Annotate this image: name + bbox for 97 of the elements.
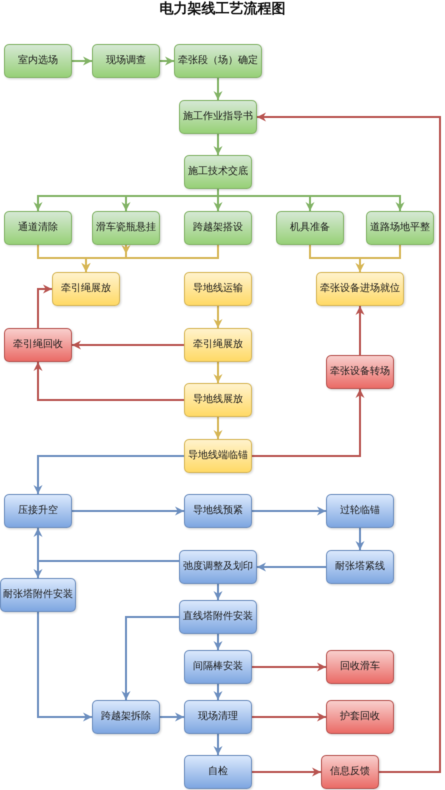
flow-arrow [214,734,222,755]
step-label: 道路场地平整 [370,222,430,234]
flow-arrow [252,712,326,722]
step-label: 导地线展放 [193,394,243,406]
step-label: 牵张设备转场 [330,366,390,378]
flow-arrow [214,78,222,100]
flow-arrow [214,584,222,600]
process-box [184,328,252,362]
flow-arrow [356,528,364,550]
flow-arrow [34,560,179,578]
process-box [184,383,252,417]
flow-arrow [34,362,184,401]
step-label: 机具准备 [290,222,330,234]
step-label: 牵引绳展放 [61,283,111,295]
flow-arrow [217,189,404,211]
process-box [4,328,72,362]
step-label: 牵张设备进场就位 [320,283,400,295]
process-box [4,211,72,245]
process-box [184,272,252,306]
flow-arrow [37,612,92,722]
flow-arrow [72,56,92,66]
process-box [184,155,252,189]
flow-arrow [252,389,364,457]
step-label: 弛度调整及划印 [183,561,253,573]
flow-arrow [356,245,401,272]
flow-arrow [214,634,222,650]
step-label: 压接升空 [18,505,58,517]
step-label: 牵引绳展放 [193,339,243,351]
flow-arrow [252,662,326,672]
process-box [326,700,394,734]
flow-arrow [356,306,364,355]
process-box [174,44,262,78]
process-box [276,211,344,245]
step-label: 跨越架拆除 [101,711,151,723]
process-box [179,550,257,584]
process-box [326,550,394,584]
process-box [326,355,394,389]
flow-arrow [82,245,219,272]
process-box [4,44,72,78]
step-label: 间隔棒安装 [193,661,243,673]
step-label: 通道清除 [18,222,58,234]
step-label: 牵张段（场）确定 [178,55,258,67]
step-label: 跨越架搭设 [193,222,243,234]
step-label: 耐张塔附件安装 [3,589,73,601]
step-label: 过轮临锚 [340,505,380,517]
flow-arrow [214,306,222,328]
flow-arrow [252,768,321,776]
step-label: 施工技术交底 [188,166,248,178]
process-box [184,650,252,684]
flow-arrow [160,56,174,66]
flow-arrow [72,506,184,516]
flow-arrow [257,562,326,572]
step-label: 回收滑车 [340,661,380,673]
process-box [316,272,404,306]
step-label: 施工作业指导书 [183,111,253,123]
step-label: 导地线预紧 [193,505,243,517]
step-label: 牵引绳回收 [13,339,63,351]
flow-arrow [37,284,52,328]
process-box [179,100,257,134]
step-label: 现场调查 [106,55,146,67]
step-label: 导地线运输 [193,283,243,295]
flow-arrow [122,616,179,700]
process-box [184,494,252,528]
process-box [0,578,76,612]
flow-arrow [72,340,184,350]
step-label: 导地线端临锚 [188,450,248,462]
step-label: 耐张塔紧线 [335,561,385,573]
flow-arrow [214,684,222,700]
process-box [326,650,394,684]
diagram-title: 电力架线工艺流程图 [160,0,286,18]
process-box [92,44,160,78]
step-label: 护套回收 [340,711,380,723]
flow-arrow [160,712,184,722]
step-label: 室内选场 [18,55,58,67]
process-box [179,600,257,634]
flow-arrow [34,455,184,494]
process-box [184,755,252,789]
process-box [184,700,252,734]
flow-arrow [214,362,222,383]
flow-arrow [257,112,441,773]
process-box [321,755,379,789]
process-box [4,494,72,528]
flow-arrow [214,134,222,155]
step-label: 直线塔附件安装 [183,611,253,623]
flow-arrow [252,506,326,516]
process-box [92,211,160,245]
process-box [184,211,252,245]
process-box [366,211,434,245]
process-box [326,494,394,528]
flow-arrow [214,417,222,439]
step-label: 滑车瓷瓶悬挂 [96,222,156,234]
step-label: 信息反馈 [330,766,370,778]
process-box [52,272,120,306]
step-label: 现场清理 [198,711,238,723]
process-box [184,439,252,473]
step-label: 自检 [208,766,228,778]
process-box [92,700,160,734]
